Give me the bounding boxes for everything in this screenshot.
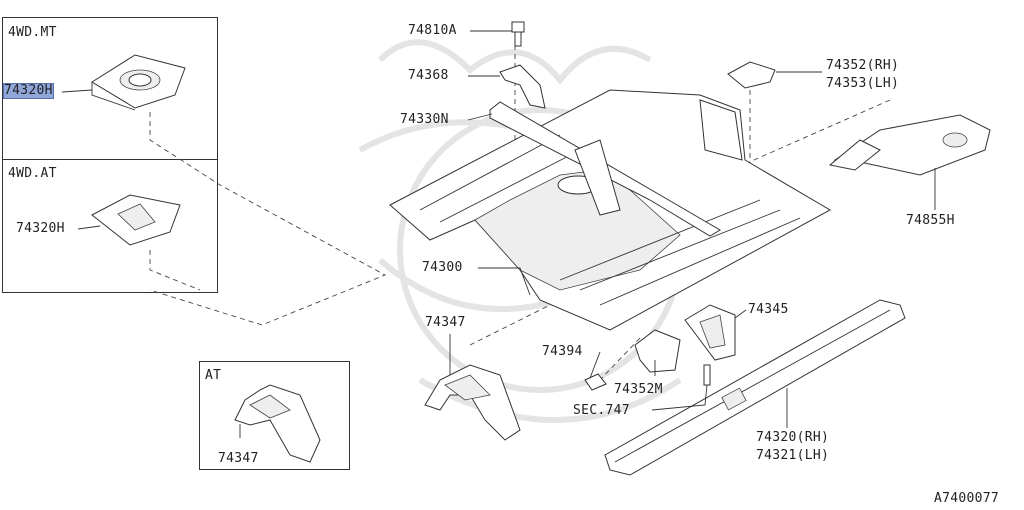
part-74345 <box>684 304 736 361</box>
callout-74368[interactable]: 74368 <box>408 68 449 83</box>
callout-74320h-at[interactable]: 74320H <box>16 221 65 236</box>
callout-74855h[interactable]: 74855H <box>906 213 955 228</box>
callout-74300[interactable]: 74300 <box>422 260 463 275</box>
inset-4wd-mt-title: 4WD.MT <box>8 25 57 40</box>
callout-74352-rh[interactable]: 74352(RH) <box>826 58 900 73</box>
member-74330n <box>489 101 721 237</box>
bolt-74810a <box>511 21 525 47</box>
callout-sec747[interactable]: SEC.747 <box>573 403 630 418</box>
part-74347 <box>424 364 521 441</box>
pin-sec747 <box>703 364 711 386</box>
bracket-74320h-mt <box>91 54 186 111</box>
callout-74394[interactable]: 74394 <box>542 344 583 359</box>
part-74347-inset <box>234 384 321 463</box>
bracket-74320h-at <box>91 194 181 246</box>
part-74855h <box>828 114 991 176</box>
callout-74347-inset[interactable]: 74347 <box>218 451 259 466</box>
callout-74353-lh[interactable]: 74353(LH) <box>826 76 900 91</box>
callout-74347[interactable]: 74347 <box>425 315 466 330</box>
callout-74320-rh[interactable]: 74320(RH) <box>756 430 830 445</box>
inset-4wd-at-frame <box>2 159 218 293</box>
inset-4wd-at-title: 4WD.AT <box>8 166 57 181</box>
sill-74320-74321 <box>604 299 906 476</box>
inset-at-title: AT <box>205 368 222 383</box>
callout-74330n[interactable]: 74330N <box>400 112 449 127</box>
part-74352m <box>634 329 681 373</box>
callout-74321-lh[interactable]: 74321(LH) <box>756 448 830 463</box>
diagram-code: A7400077 <box>934 491 1000 506</box>
callout-74810a[interactable]: 74810A <box>408 23 457 38</box>
leader-lines <box>61 30 936 438</box>
callout-74352m[interactable]: 74352M <box>614 382 663 397</box>
clip-74352-74353 <box>727 61 776 89</box>
bracket-74368 <box>499 64 546 109</box>
inset-at-frame <box>199 361 350 470</box>
callout-74320h-mt[interactable]: 74320H <box>3 83 54 99</box>
callout-74345[interactable]: 74345 <box>748 302 789 317</box>
